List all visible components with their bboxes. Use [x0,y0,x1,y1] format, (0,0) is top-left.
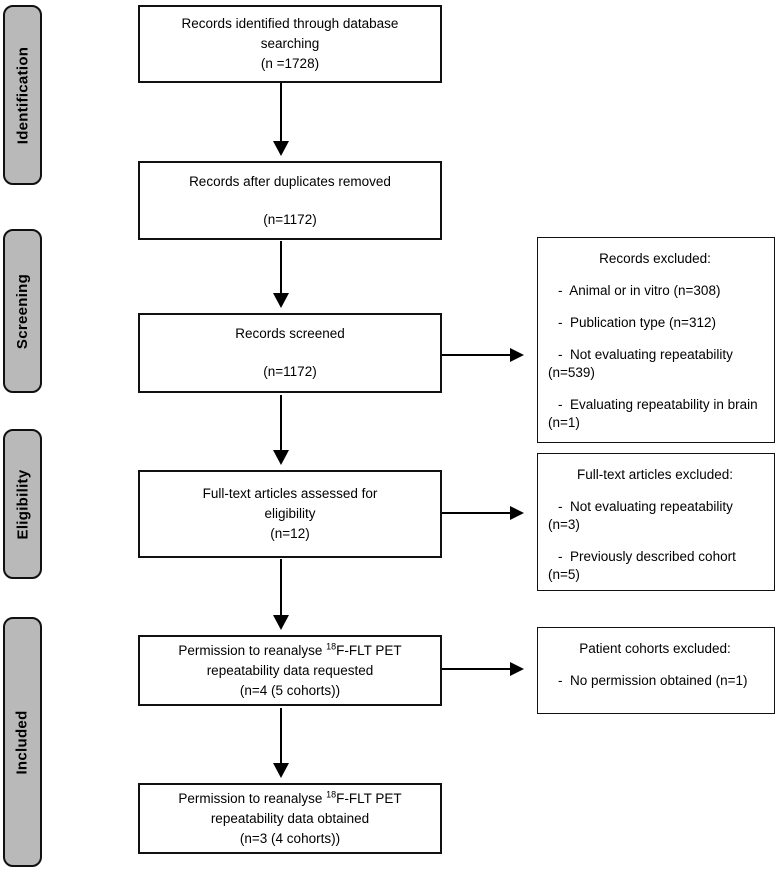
box-count: (n=4 (5 cohorts)) [239,682,341,698]
isotope-superscript: 18 [326,641,337,651]
box-text-line: Full-text articles assessed for [202,486,378,501]
isotope-superscript: 18 [326,789,337,799]
flow-box-duplicates-removed: Records after duplicates removed (n=1172… [138,161,442,240]
box-count: (n=1172) [263,364,317,379]
exclusion-title: Full-text articles excluded: [576,467,734,482]
flow-box-permission-obtained: Permission to reanalyse 18F-FLT PET repe… [138,783,442,854]
box-text-line: Permission to reanalyse 18F-FLT PET [178,789,402,806]
flow-box-fulltext-assessed: Full-text articles assessed for eligibil… [138,470,442,558]
exclusion-box-records: Records excluded: - Animal or in vitro (… [537,237,775,443]
exclusion-item: - No permission obtained (n=1) [558,673,748,688]
box-text-line: searching [260,36,320,51]
arrow-down-requested-to-obtained [273,708,289,778]
exclusion-title: Records excluded: [599,251,711,266]
stage-label: Identification [14,46,32,144]
box-count: (n=3 (4 cohorts)) [239,830,341,846]
arrow-right-screened-to-excluded [442,348,524,362]
box-text-line: Records identified through database [181,16,399,31]
flow-box-permission-requested: Permission to reanalyse 18F-FLT PET repe… [138,635,442,706]
flow-box-records-identified: Records identified through database sear… [138,5,442,83]
box-text-line: repeatability data obtained [210,810,370,826]
exclusion-box-fulltext: Full-text articles excluded: - Not evalu… [537,453,775,591]
arrow-right-requested-to-excluded [442,662,524,676]
stage-eligibility: Eligibility [3,429,42,579]
exclusion-item: - Not evaluating repeatability (n=539) [548,347,737,380]
flow-box-records-screened: Records screened (n=1172) [138,313,442,393]
stage-included: Included [3,617,42,867]
exclusion-item: - Not evaluating repeatability (n=3) [548,499,737,532]
arrow-down-duplicates-to-screened [273,241,289,308]
exclusion-box-cohorts: Patient cohorts excluded: - No permissio… [537,627,775,714]
box-count: (n =1728) [260,56,320,71]
arrow-right-fulltext-to-excluded [442,506,524,520]
box-text-line: Records after duplicates removed [189,173,391,189]
arrow-down-screened-to-fulltext [273,395,289,465]
box-text-line: eligibility [264,506,316,521]
box-text-line: Records screened [235,326,345,341]
stage-label: Included [14,709,32,775]
exclusion-title: Patient cohorts excluded: [579,641,731,656]
box-count: (n=12) [270,526,310,541]
stage-screening: Screening [3,229,42,393]
exclusion-item: - Publication type (n=312) [558,315,716,330]
box-count: (n=1172) [263,211,317,227]
stage-label: Eligibility [14,469,32,539]
exclusion-item: - Previously described cohort (n=5) [548,549,740,582]
stage-label: Screening [14,273,32,349]
arrow-down-identified-to-duplicates [273,83,289,156]
exclusion-item: - Animal or in vitro (n=308) [558,283,721,298]
box-text-line: Permission to reanalyse 18F-FLT PET [178,641,402,658]
box-text-line: repeatability data requested [206,662,374,678]
exclusion-item: - Evaluating repeatability in brain (n=1… [548,397,762,430]
arrow-down-fulltext-to-requested [273,559,289,630]
stage-identification: Identification [3,5,42,185]
